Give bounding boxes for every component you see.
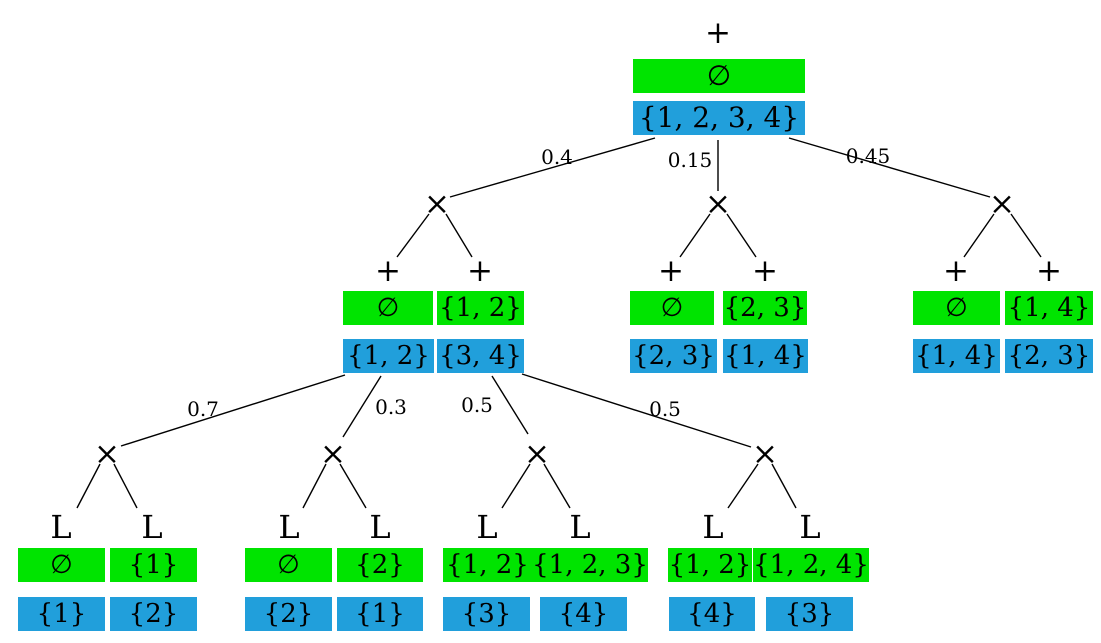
blue-box-3-left: {1, 4}	[913, 339, 1000, 373]
product-node-c: ×	[524, 436, 550, 472]
leaf-node-a-right: L	[141, 508, 163, 546]
green-box-2-left: ∅	[630, 291, 714, 325]
green-box-2-right: {2, 3}	[723, 291, 807, 325]
edge-product-a-right	[113, 463, 138, 509]
product-node-b: ×	[320, 436, 346, 472]
edge-product-d-right	[771, 463, 797, 509]
blue-box-2-right: {1, 4}	[723, 339, 808, 373]
leaf-node-d-left: L	[702, 508, 724, 546]
blue-box-d-right: {3}	[766, 597, 853, 631]
leaf-node-b-left: L	[278, 508, 300, 546]
sum-node-3-left: +	[943, 253, 969, 289]
blue-box-a-left: {1}	[18, 597, 105, 631]
green-box-d-left: {1, 2}	[668, 548, 752, 582]
edge-root-to-product-3	[788, 137, 991, 198]
edge-product-b-left	[302, 463, 327, 509]
blue-box-b-left: {2}	[245, 597, 332, 631]
edge-product-a-left	[76, 463, 101, 509]
green-box-3-left: ∅	[913, 291, 1000, 325]
product-node-d: ×	[752, 436, 778, 472]
edge-box34-to-product-d	[521, 373, 752, 448]
edge-product-c-left	[501, 463, 531, 509]
root-blue-box: {1, 2, 3, 4}	[633, 101, 805, 135]
blue-box-2-left: {2, 3}	[630, 339, 717, 373]
green-box-c-right: {1, 2, 3}	[532, 548, 648, 582]
edge-product-3-left	[963, 213, 995, 258]
edge-box12-to-product-b	[342, 375, 382, 438]
blue-box-d-left: {4}	[669, 597, 755, 631]
leaf-node-c-left: L	[476, 508, 498, 546]
weight-label-4: 0.7	[187, 397, 219, 421]
weight-label-5: 0.3	[375, 395, 407, 419]
weight-label-3: 0.45	[845, 144, 891, 168]
product-node-a: ×	[94, 436, 120, 472]
edge-product-b-right	[339, 463, 367, 509]
green-box-b-right: {2}	[337, 548, 423, 582]
edge-product-2-left	[679, 213, 711, 258]
weight-label-7: 0.5	[649, 397, 681, 421]
product-node-1: ×	[424, 186, 450, 222]
blue-box-a-right: {2}	[110, 597, 197, 631]
green-box-1-left: ∅	[343, 291, 433, 325]
blue-box-c-left: {3}	[443, 597, 530, 631]
edge-product-c-right	[543, 463, 571, 509]
green-box-1-right: {1, 2}	[437, 291, 524, 325]
blue-box-1-left: {1, 2}	[343, 339, 434, 373]
blue-box-3-right: {2, 3}	[1005, 339, 1093, 373]
edge-root-to-product-1	[449, 137, 656, 198]
product-node-2: ×	[705, 186, 731, 222]
weight-label-6: 0.5	[461, 393, 493, 417]
leaf-node-b-right: L	[369, 508, 391, 546]
weight-label-1: 0.4	[541, 145, 573, 169]
green-box-a-right: {1}	[110, 548, 197, 582]
green-box-a-left: ∅	[18, 548, 105, 582]
weight-label-2: 0.15	[667, 148, 713, 172]
sum-node-root: +	[705, 15, 731, 51]
edge-box12-to-product-a	[120, 374, 346, 447]
green-box-d-right: {1, 2, 4}	[753, 548, 869, 582]
sum-node-3-right: +	[1036, 253, 1062, 289]
sum-node-2-left: +	[658, 253, 684, 289]
blue-box-1-right: {3, 4}	[437, 339, 524, 373]
blue-box-c-right: {4}	[540, 597, 627, 631]
sum-node-1-left: +	[375, 253, 401, 289]
edge-product-d-left	[727, 463, 759, 509]
edge-box34-to-product-c	[491, 375, 529, 435]
leaf-node-a-left: L	[50, 508, 72, 546]
green-box-c-left: {1, 2}	[443, 548, 532, 582]
green-box-3-right: {1, 4}	[1005, 291, 1093, 325]
leaf-node-c-right: L	[569, 508, 591, 546]
edge-product-1-right	[445, 213, 473, 258]
green-box-b-left: ∅	[245, 548, 332, 582]
edge-product-2-right	[726, 213, 757, 258]
edge-product-3-right	[1010, 213, 1042, 258]
root-green-box: ∅	[633, 59, 805, 93]
edge-product-1-left	[396, 213, 430, 258]
sum-node-2-right: +	[752, 253, 778, 289]
sum-node-1-right: +	[467, 253, 493, 289]
product-node-3: ×	[989, 186, 1015, 222]
blue-box-b-right: {1}	[337, 597, 423, 631]
leaf-node-d-right: L	[799, 508, 821, 546]
